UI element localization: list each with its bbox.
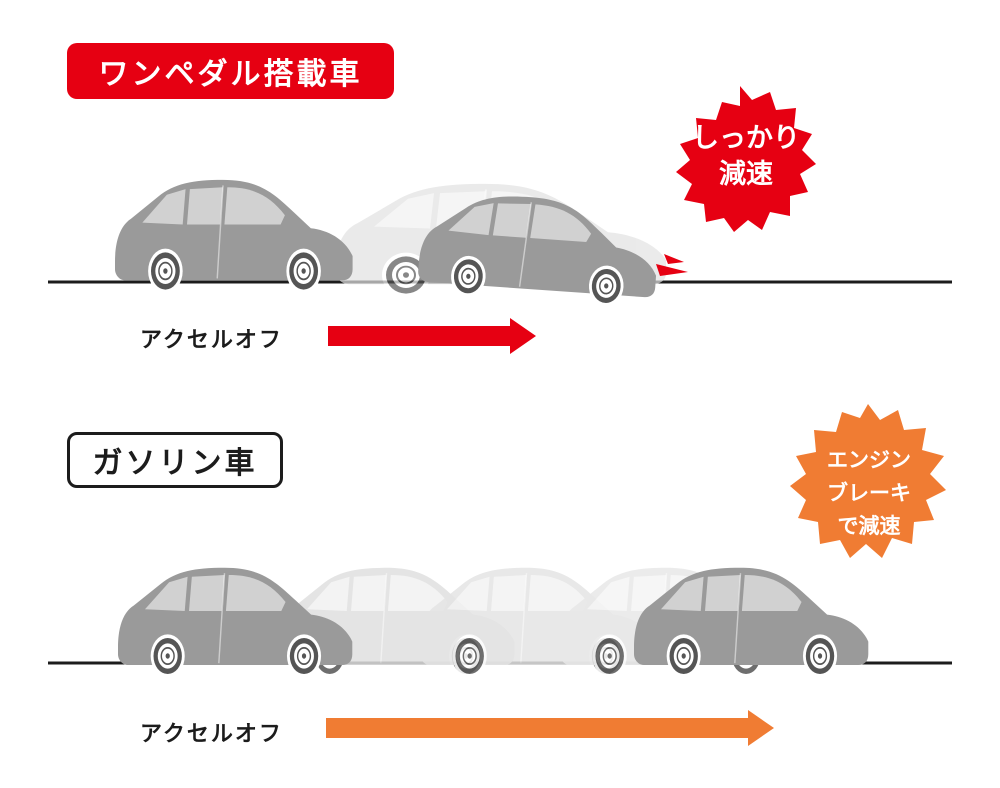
arrow-top (328, 318, 536, 354)
burst-bottom-line-3: で減速 (837, 513, 901, 538)
car-start-top (114, 178, 354, 295)
burst-text-bottom: エンジン ブレーキ で減速 (800, 438, 938, 548)
burst-top-line-1: しっかり (692, 123, 800, 154)
arrow-label-top: アクセルオフ (140, 328, 283, 353)
arrow-bottom (326, 710, 774, 746)
arrow-label-bottom: アクセルオフ (140, 722, 283, 747)
burst-bottom-line-2: ブレーキ (827, 480, 911, 505)
burst-badge-bottom (790, 404, 946, 558)
burst-top-line-2: 減速 (719, 159, 773, 190)
burst-badge-top (676, 86, 816, 232)
brake-mark-icon (664, 254, 684, 264)
car-start-bottom (117, 566, 354, 679)
title-gasoline: ガソリン車 (67, 432, 283, 488)
burst-text-top: しっかり 減速 (686, 112, 806, 202)
brake-mark-icon (656, 264, 688, 276)
burst-bottom-line-1: エンジン (827, 447, 911, 472)
title-one-pedal: ワンペダル搭載車 (67, 43, 394, 99)
